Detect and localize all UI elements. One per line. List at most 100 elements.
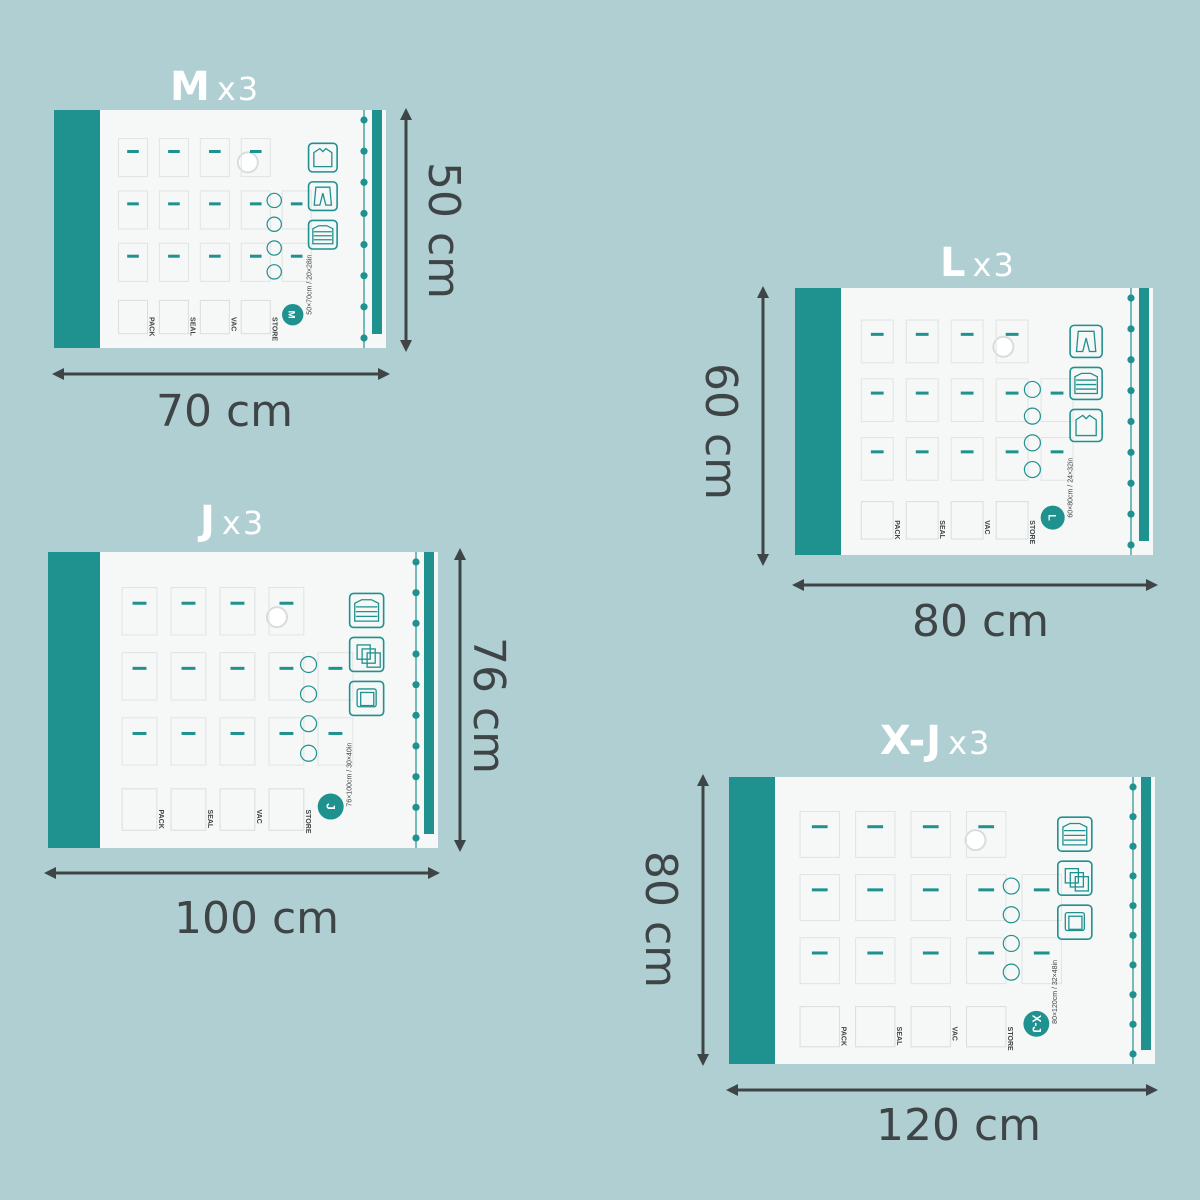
size-spec: 80×120cm / 32×48in: [1052, 960, 1059, 1024]
step-label: PACK: [157, 810, 164, 829]
step-tile: [170, 788, 207, 831]
instruction-marker: [1050, 391, 1064, 395]
zipper-dot: [1129, 961, 1137, 969]
instruction-marker: [1005, 332, 1019, 336]
instruction-card: [1021, 874, 1062, 922]
zipper-dot: [1127, 417, 1135, 426]
warning-symbol: [1023, 460, 1042, 479]
step-tile: [860, 501, 894, 540]
zipper-dot: [412, 711, 420, 719]
zipper-dot: [360, 240, 368, 249]
instruction-marker: [978, 825, 995, 829]
step-tile: [121, 788, 158, 831]
pants-icon-frame: [307, 181, 338, 212]
instruction-marker: [328, 731, 343, 735]
size-badge-label: J: [324, 803, 337, 810]
zipper-dot: [1127, 479, 1135, 487]
instruction-marker: [870, 391, 884, 395]
instruction-card: [268, 717, 305, 766]
size-spec: 60×80cm / 24×32in: [1068, 458, 1075, 518]
jacket-icon: [312, 225, 334, 245]
step-tile: [905, 501, 939, 540]
step-label: PACK: [148, 317, 155, 336]
step-tile: [240, 299, 271, 335]
instruction-marker: [1005, 391, 1019, 395]
instruction-marker: [290, 202, 303, 206]
step-tile: [910, 1006, 951, 1048]
instruction-marker: [132, 731, 147, 735]
width-label-l: 80 cm: [912, 596, 1050, 647]
warning-symbol: [1023, 434, 1042, 452]
valve: [236, 151, 259, 174]
teal-panel: [48, 552, 100, 848]
instruction-marker: [870, 332, 884, 336]
instruction-marker: [249, 149, 262, 153]
zipper-dot: [1129, 1050, 1137, 1058]
step-tile: [158, 299, 189, 335]
instruction-card: [117, 138, 149, 178]
instruction-card: [855, 810, 896, 858]
instruction-marker: [209, 254, 221, 258]
instruction-card: [240, 190, 271, 230]
zipper-dot: [360, 178, 368, 186]
instruction-card: [910, 937, 951, 985]
instruction-marker: [915, 450, 929, 454]
instruction-marker: [922, 888, 939, 892]
instruction-marker: [915, 332, 929, 336]
instruction-card: [966, 874, 1007, 922]
instruction-card: [240, 242, 271, 282]
instruction-card: [995, 319, 1029, 364]
size-code: X-J: [880, 718, 943, 764]
instruction-marker: [279, 731, 294, 735]
shirt-icon-frame: [307, 142, 338, 173]
instruction-marker: [279, 666, 294, 670]
warning-symbol: [266, 240, 282, 256]
instruction-card: [158, 138, 189, 178]
instruction-marker: [811, 951, 828, 955]
step-label: VAC: [950, 1027, 957, 1041]
instruction-card: [219, 587, 256, 636]
instruction-card: [219, 652, 256, 701]
towels-icon: [1064, 868, 1090, 892]
instruction-card: [855, 874, 896, 922]
warning-symbol: [266, 192, 282, 209]
shirt-icon: [1075, 414, 1097, 437]
size-spec: 76×100cm / 30×40in: [347, 743, 354, 807]
step-label: VAC: [255, 810, 262, 824]
instruction-marker: [209, 202, 221, 206]
quantity: x3: [216, 70, 261, 108]
jacket-icon-frame: [307, 219, 338, 250]
valve: [265, 606, 288, 629]
zipper-dot: [412, 589, 420, 597]
zipper-dot: [1127, 448, 1135, 456]
step-tile: [117, 299, 149, 335]
shirt-icon-frame: [1069, 408, 1103, 443]
instruction-card: [966, 937, 1007, 985]
instruction-card: [219, 717, 256, 766]
instruction-card: [860, 378, 894, 422]
warning-symbol: [299, 685, 318, 703]
step-label: SEAL: [938, 520, 945, 539]
instruction-card: [121, 652, 158, 701]
instruction-card: [199, 190, 230, 230]
instruction-marker: [960, 450, 974, 454]
instruction-card: [158, 190, 189, 230]
zipper-dot: [1129, 842, 1137, 850]
step-label: STORE: [270, 317, 277, 341]
instruction-marker: [132, 666, 147, 670]
instruction-card: [170, 652, 207, 701]
zipper-dot: [1127, 510, 1135, 518]
blanket-icon: [356, 688, 377, 708]
size-badge: [317, 793, 344, 820]
step-label: PACK: [839, 1027, 846, 1046]
instruction-card: [995, 378, 1029, 422]
zipper-dot: [412, 681, 420, 689]
trousers-icon: [1075, 330, 1097, 353]
